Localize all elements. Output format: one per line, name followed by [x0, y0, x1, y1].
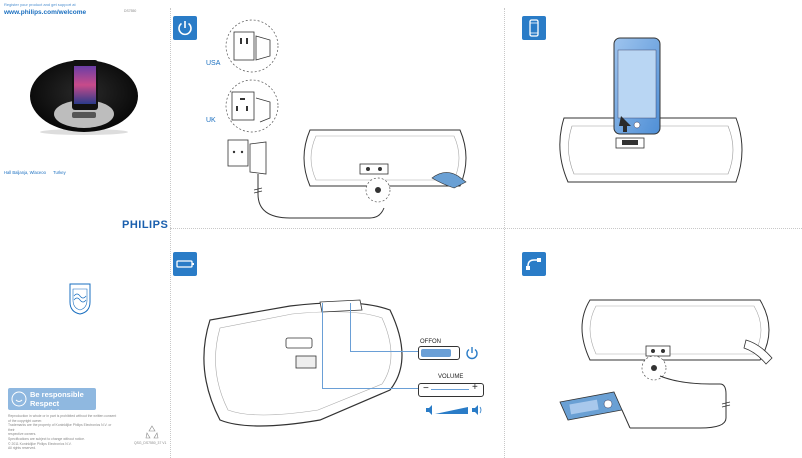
- label-on: ON: [432, 339, 441, 345]
- callout-line-volume: [322, 303, 323, 388]
- document-code: QSG_DS7550_37 V1: [134, 441, 167, 445]
- audio-cable-icon: [526, 258, 541, 270]
- legal-line: © 2011 Koninklijke Philips Electronics N…: [8, 441, 72, 446]
- power-setup-illustration: [225, 19, 467, 219]
- callout-line-volume-h: [322, 388, 418, 389]
- power-switch-knob[interactable]: [421, 349, 451, 357]
- legal-line: Trademarks are the property of Koninklij…: [8, 423, 112, 432]
- product-photo: [30, 60, 138, 135]
- legal-line: Reproduction in whole or in part is proh…: [8, 414, 117, 418]
- step-power-switch-badge: [173, 252, 197, 276]
- legal-block: Reproduction in whole or in part is proh…: [8, 414, 118, 451]
- legal-line: Specifications are subject to change wit…: [8, 436, 85, 441]
- speaker-high-icon: [472, 405, 478, 415]
- legal-line: of the copyright owner.: [8, 418, 43, 423]
- language-line: Hall Baljanja, Wlaceoo Turkey: [4, 170, 66, 175]
- legal-line: respective owners.: [8, 432, 37, 437]
- model-code: DS7550: [124, 9, 137, 13]
- callout-line-power: [350, 303, 351, 351]
- speaker-low-icon: [426, 405, 432, 415]
- legal-line: All rights reserved.: [8, 446, 37, 451]
- philips-shield-icon: [69, 283, 91, 315]
- aux-connection-illustration: [559, 299, 773, 429]
- language-text-1: Hall Baljanja, Wlaceoo: [4, 170, 46, 175]
- label-usa: USA: [206, 60, 221, 67]
- volume-rocker[interactable]: − +: [418, 382, 484, 397]
- step-aux-badge: [522, 252, 546, 276]
- power-switch-labels: OFFON: [420, 339, 441, 345]
- responsible-line-2: Respect copyrights: [30, 399, 69, 417]
- phone-icon: [529, 19, 539, 37]
- volume-track: [431, 389, 469, 390]
- power-icon: [178, 21, 192, 36]
- smiley-icon: [11, 391, 27, 407]
- section-divider-middle: [504, 8, 505, 458]
- volume-up-button[interactable]: +: [472, 382, 478, 393]
- responsible-line-1: Be responsible: [30, 390, 84, 399]
- language-text-2: Turkey: [53, 170, 66, 175]
- register-url[interactable]: www.philips.com/welcome: [4, 9, 87, 16]
- responsible-badge: Be responsible Respect copyrights: [8, 388, 96, 417]
- section-divider-horizontal: [170, 228, 802, 229]
- label-uk: UK: [206, 117, 216, 124]
- volume-down-button[interactable]: −: [423, 383, 429, 394]
- volume-ramp: [435, 407, 468, 414]
- step-power-badge: [173, 16, 197, 40]
- label-off: OFF: [420, 339, 432, 345]
- dock-illustration: [559, 37, 743, 183]
- power-icon: [466, 347, 478, 360]
- step-dock-badge: [522, 16, 546, 40]
- volume-label: VOLUME: [438, 374, 464, 380]
- section-divider-left: [170, 8, 171, 458]
- power-switch[interactable]: [418, 346, 460, 360]
- philips-wordmark: PHILIPS: [122, 219, 169, 231]
- recycle-icon: [145, 425, 159, 439]
- volume-level-indicator: [426, 405, 482, 415]
- battery-icon: [176, 260, 194, 268]
- callout-line-power-h: [350, 351, 418, 352]
- register-line: Register your product and get support at: [4, 2, 76, 7]
- speaker-front-illustration: [203, 299, 403, 427]
